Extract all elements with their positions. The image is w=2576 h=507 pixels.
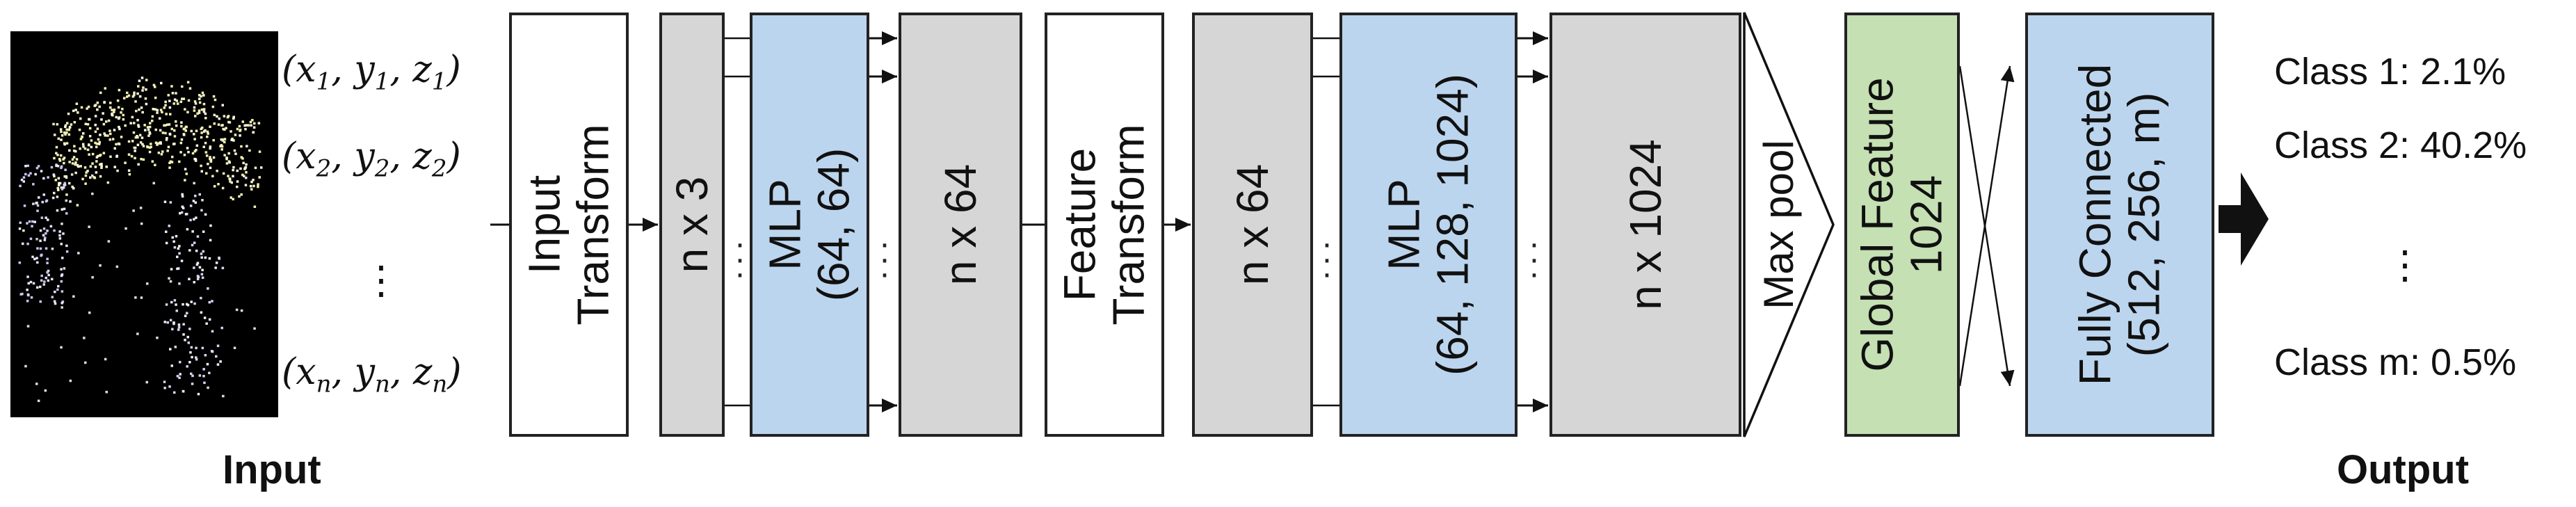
mlp-2-line-2: (64, 128, 1024) — [1428, 73, 1478, 376]
fully-connected-line-1: Fully Connected — [2070, 63, 2120, 386]
fully-connected-line-2: (512, 256, m) — [2119, 92, 2169, 357]
ellipsis-dots: ··· — [1529, 225, 1540, 293]
input-label: Input — [223, 447, 321, 492]
global-feature-line-2: 1024 — [1901, 175, 1951, 275]
n-x-3-block: n x 3 — [659, 13, 725, 437]
mlp-1-line-1: MLP — [759, 179, 810, 271]
input-transform-line-2: Transform — [568, 124, 618, 325]
max-pool-shape: Max pool — [1744, 13, 1814, 437]
global-feature-line-1: Global Feature — [1852, 77, 1903, 372]
coord-row-n: (xn, yn, zn) — [282, 351, 462, 399]
feature-transform-line-1: Feature — [1054, 147, 1105, 302]
output-class-2: Class 2: 40.2% — [2274, 124, 2527, 166]
fully-connected-block: Fully Connected (512, 256, m) — [2025, 13, 2214, 437]
output-class-m: Class m: 0.5% — [2274, 341, 2517, 383]
output-ellipsis: ⋮ — [2385, 243, 2424, 287]
n-x-64-label-a: n x 64 — [935, 163, 985, 286]
mlp-2-line-1: MLP — [1378, 179, 1429, 271]
ellipsis-dots: ··· — [734, 225, 746, 293]
point-cloud-image — [10, 31, 278, 417]
n-x-1024-block: n x 1024 — [1549, 13, 1741, 437]
mlp-2-block: MLP (64, 128, 1024) — [1339, 13, 1518, 437]
n-x-64-block-a: n x 64 — [899, 13, 1022, 437]
coord-row-1: (x1, y1, z1) — [282, 49, 461, 96]
n-x-64-block-b: n x 64 — [1192, 13, 1313, 437]
coord-row-2: (x2, y2, z2) — [282, 136, 461, 183]
mlp-1-line-2: (64, 64) — [809, 147, 859, 302]
ellipsis-dots: ··· — [1321, 225, 1333, 293]
input-transform-line-1: Input — [519, 175, 570, 275]
ellipsis-dots: ··· — [879, 225, 890, 293]
mlp-1-block: MLP (64, 64) — [750, 13, 869, 437]
global-feature-block: Global Feature 1024 — [1844, 13, 1960, 437]
feature-transform-line-2: Transform — [1104, 124, 1154, 325]
output-label: Output — [2337, 447, 2470, 492]
max-pool-label: Max pool — [1755, 140, 1802, 309]
n-x-64-label-b: n x 64 — [1227, 163, 1278, 286]
input-transform-block: Input Transform — [509, 13, 629, 437]
coord-ellipsis: ⋮ — [362, 258, 401, 302]
feature-transform-block: Feature Transform — [1045, 13, 1164, 437]
output-class-1: Class 1: 2.1% — [2274, 51, 2506, 92]
n-x-1024-label: n x 1024 — [1620, 139, 1671, 310]
n-x-3-label: n x 3 — [666, 176, 717, 273]
